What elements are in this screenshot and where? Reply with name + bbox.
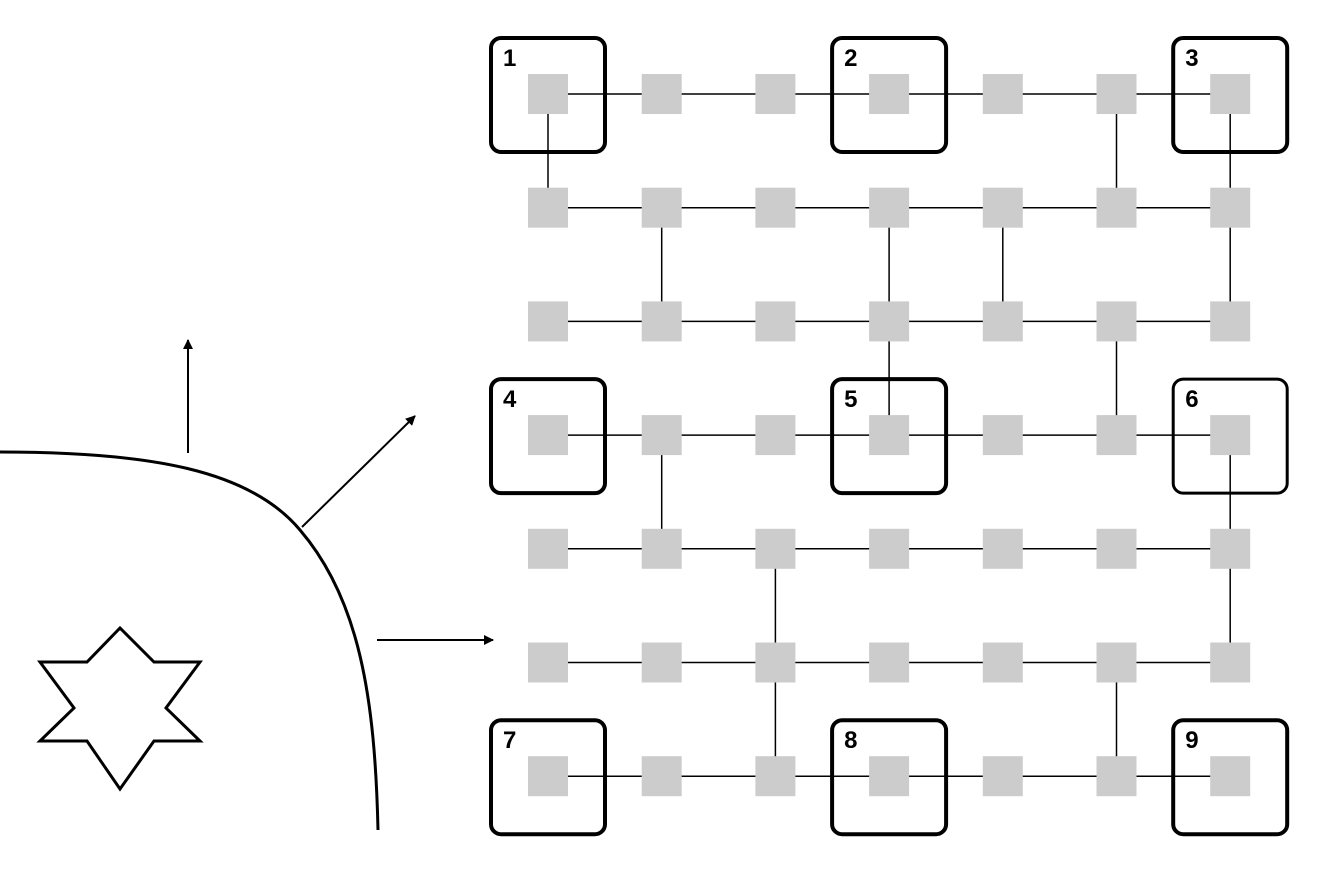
grid-node	[869, 528, 910, 569]
grid-node	[755, 642, 796, 683]
grid-node	[528, 642, 568, 683]
grid-node	[1096, 528, 1137, 569]
grid-node	[755, 301, 796, 342]
grid-node	[982, 187, 1023, 228]
grid-node	[1096, 415, 1137, 456]
grid-node	[982, 74, 1023, 114]
grid-node	[869, 301, 910, 342]
grid-node	[1210, 528, 1251, 569]
grid-node	[755, 187, 796, 228]
cluster-box-label: 4	[503, 386, 517, 413]
cluster-box-label: 7	[503, 727, 516, 754]
cluster-box	[1171, 377, 1289, 495]
grid-node	[869, 74, 910, 114]
cluster-box-label: 5	[844, 386, 857, 413]
grid-node	[755, 528, 796, 569]
grid-node	[869, 187, 910, 228]
cluster-box-label: 3	[1185, 45, 1198, 72]
grid-node	[869, 642, 910, 683]
grid-node	[1096, 187, 1137, 228]
boundary-curve	[0, 450, 380, 831]
cluster-box	[830, 718, 949, 837]
grid-node	[982, 528, 1023, 569]
cluster-box-label: 1	[503, 45, 516, 72]
grid-node	[1210, 74, 1251, 114]
grid-node	[1210, 756, 1251, 797]
grid-node	[1096, 301, 1137, 342]
grid-node	[982, 301, 1023, 342]
grid-node	[755, 756, 796, 797]
arrow-up-right	[301, 415, 416, 528]
grid-node	[528, 756, 568, 797]
cluster-box	[1171, 36, 1290, 154]
grid-node	[641, 528, 682, 569]
cluster-box	[489, 718, 607, 837]
cluster-box-label: 9	[1185, 727, 1198, 754]
grid-node	[1210, 642, 1251, 683]
grid-node	[1096, 642, 1137, 683]
cluster-box	[830, 377, 949, 496]
grid-node	[641, 642, 682, 683]
cluster-box	[1171, 718, 1290, 837]
grid-node	[641, 187, 682, 228]
grid-node	[528, 187, 568, 228]
grid-node	[641, 756, 682, 797]
grid-node	[641, 74, 682, 114]
left-figure	[0, 339, 494, 831]
grid-node	[641, 415, 682, 456]
grid-node	[982, 756, 1023, 797]
eight-point-star-icon	[36, 625, 204, 792]
grid-node	[641, 301, 682, 342]
cluster-box	[830, 36, 949, 154]
cluster-boxes: 1 2 3 4 5 6 7 8 9	[489, 36, 1290, 837]
grid-node	[869, 415, 910, 456]
grid-node	[755, 415, 796, 456]
cluster-box	[489, 377, 607, 496]
grid-node	[528, 301, 568, 342]
grid-node	[1210, 187, 1251, 228]
cluster-box-label: 2	[844, 45, 857, 72]
grid-nodes	[528, 74, 1251, 797]
grid-node	[1210, 415, 1251, 456]
grid-node	[528, 415, 568, 456]
grid-node	[982, 415, 1023, 456]
grid-node	[755, 74, 796, 114]
grid-node	[1096, 756, 1137, 797]
grid-node	[982, 642, 1023, 683]
grid-node	[528, 74, 568, 114]
cluster-box-label: 8	[844, 727, 857, 754]
grid-node	[1096, 74, 1137, 114]
grid-node	[528, 528, 568, 569]
cluster-box	[489, 36, 607, 154]
cluster-box-label: 6	[1185, 386, 1198, 413]
grid-node	[1210, 301, 1251, 342]
grid-node	[869, 756, 910, 797]
